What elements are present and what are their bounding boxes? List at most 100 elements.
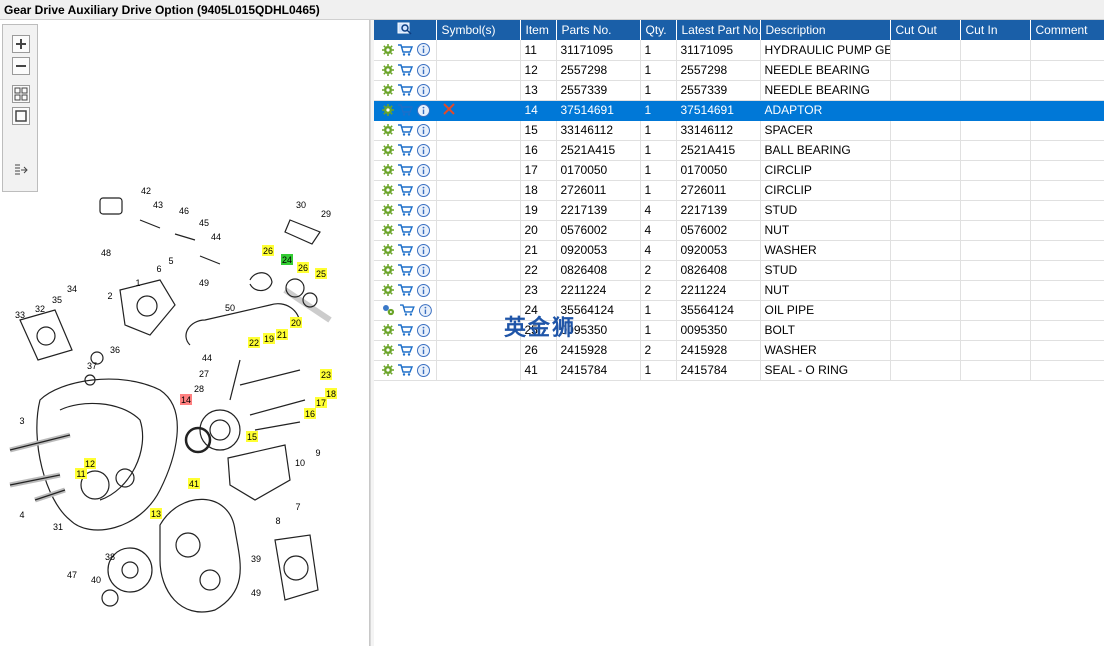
gear-icon[interactable] bbox=[382, 104, 394, 116]
callout-7[interactable]: 7 bbox=[295, 502, 300, 512]
callout-12[interactable]: 12 bbox=[85, 459, 95, 469]
callout-15[interactable]: 15 bbox=[247, 432, 257, 442]
callout-4[interactable]: 4 bbox=[19, 510, 24, 520]
cart-icon[interactable] bbox=[398, 364, 413, 376]
callout-39[interactable]: 39 bbox=[251, 554, 261, 564]
export-list-button[interactable] bbox=[12, 161, 30, 179]
info-icon[interactable] bbox=[417, 343, 430, 357]
info-icon[interactable] bbox=[417, 363, 430, 377]
callout-31[interactable]: 31 bbox=[53, 522, 63, 532]
callout-11[interactable]: 11 bbox=[76, 469, 85, 479]
header-item[interactable]: Item bbox=[520, 20, 557, 40]
info-icon[interactable] bbox=[417, 43, 430, 57]
callout-10[interactable]: 10 bbox=[295, 458, 305, 468]
info-icon[interactable] bbox=[417, 103, 430, 117]
gear-icon[interactable] bbox=[382, 124, 394, 136]
header-cut-out[interactable]: Cut Out bbox=[890, 20, 961, 40]
callout-27[interactable]: 27 bbox=[199, 369, 209, 379]
cart-icon[interactable] bbox=[398, 64, 413, 76]
callout-44[interactable]: 44 bbox=[211, 232, 221, 242]
header-description[interactable]: Description bbox=[760, 20, 891, 40]
info-icon[interactable] bbox=[417, 263, 430, 277]
callout-13[interactable]: 13 bbox=[151, 509, 161, 519]
actual-size-button[interactable] bbox=[12, 107, 30, 125]
gear-icon[interactable] bbox=[382, 264, 394, 276]
callout-32[interactable]: 32 bbox=[35, 304, 45, 314]
info-icon[interactable] bbox=[418, 303, 432, 317]
cart-icon[interactable] bbox=[398, 264, 413, 276]
callout-26[interactable]: 26 bbox=[263, 246, 273, 256]
gear-icon[interactable] bbox=[382, 184, 394, 196]
gear-icon[interactable] bbox=[382, 224, 394, 236]
callout-6[interactable]: 6 bbox=[156, 264, 161, 274]
callout-25[interactable]: 25 bbox=[316, 269, 326, 279]
cart-icon[interactable] bbox=[398, 224, 413, 236]
cart-icon[interactable] bbox=[398, 144, 413, 156]
gear-icon[interactable] bbox=[382, 244, 394, 256]
cart-icon[interactable] bbox=[398, 124, 413, 136]
info-icon[interactable] bbox=[417, 323, 430, 337]
callout-28[interactable]: 28 bbox=[194, 384, 204, 394]
callout-47[interactable]: 47 bbox=[67, 570, 77, 580]
gear-icon[interactable] bbox=[382, 204, 394, 216]
header-cut-in[interactable]: Cut In bbox=[960, 20, 1031, 40]
info-icon[interactable] bbox=[417, 143, 430, 157]
callout-46[interactable]: 46 bbox=[179, 206, 189, 216]
cart-icon[interactable] bbox=[398, 324, 413, 336]
gear-icon[interactable] bbox=[382, 64, 394, 76]
callout-45[interactable]: 45 bbox=[199, 218, 209, 228]
callout-16[interactable]: 16 bbox=[305, 409, 315, 419]
callout-2[interactable]: 2 bbox=[107, 291, 112, 301]
callout-1[interactable]: 1 bbox=[135, 278, 140, 288]
gear-icon[interactable] bbox=[382, 364, 394, 376]
info-icon[interactable] bbox=[417, 243, 430, 257]
info-icon[interactable] bbox=[417, 123, 430, 137]
header-tools[interactable] bbox=[374, 20, 437, 40]
gear-icon[interactable] bbox=[382, 344, 394, 356]
callout-37[interactable]: 37 bbox=[87, 361, 97, 371]
diagram-pane[interactable]: 42 43 46 45 44 30 29 48 6 5 26 24 26 25 … bbox=[0, 20, 370, 646]
gears-icon[interactable] bbox=[382, 304, 396, 316]
exploded-parts-diagram[interactable]: 42 43 46 45 44 30 29 48 6 5 26 24 26 25 … bbox=[0, 160, 370, 630]
callout-43[interactable]: 43 bbox=[153, 200, 163, 210]
header-qty[interactable]: Qty. bbox=[640, 20, 677, 40]
cart-icon[interactable] bbox=[398, 204, 413, 216]
callout-3[interactable]: 3 bbox=[19, 416, 24, 426]
callout-48[interactable]: 48 bbox=[101, 248, 111, 258]
gear-icon[interactable] bbox=[382, 84, 394, 96]
info-icon[interactable] bbox=[417, 203, 430, 217]
callout-49a[interactable]: 49 bbox=[199, 278, 209, 288]
header-symbols[interactable]: Symbol(s) bbox=[436, 20, 521, 40]
callout-49[interactable]: 49 bbox=[251, 588, 261, 598]
callout-18[interactable]: 18 bbox=[326, 389, 336, 399]
callout-17[interactable]: 17 bbox=[316, 398, 326, 408]
pane-splitter[interactable] bbox=[370, 20, 374, 646]
cart-icon[interactable] bbox=[399, 304, 415, 316]
info-icon[interactable] bbox=[417, 163, 430, 177]
info-icon[interactable] bbox=[417, 83, 430, 97]
info-icon[interactable] bbox=[417, 183, 430, 197]
info-icon[interactable] bbox=[417, 63, 430, 77]
callout-29[interactable]: 29 bbox=[321, 209, 331, 219]
callout-8[interactable]: 8 bbox=[275, 516, 280, 526]
callout-40[interactable]: 40 bbox=[91, 575, 101, 585]
callout-24[interactable]: 24 bbox=[282, 255, 292, 265]
header-parts-no[interactable]: Parts No. bbox=[556, 20, 641, 40]
cart-icon[interactable] bbox=[398, 284, 413, 296]
cart-icon[interactable] bbox=[398, 244, 413, 256]
callout-20[interactable]: 20 bbox=[291, 318, 301, 328]
callout-42[interactable]: 42 bbox=[141, 186, 151, 196]
